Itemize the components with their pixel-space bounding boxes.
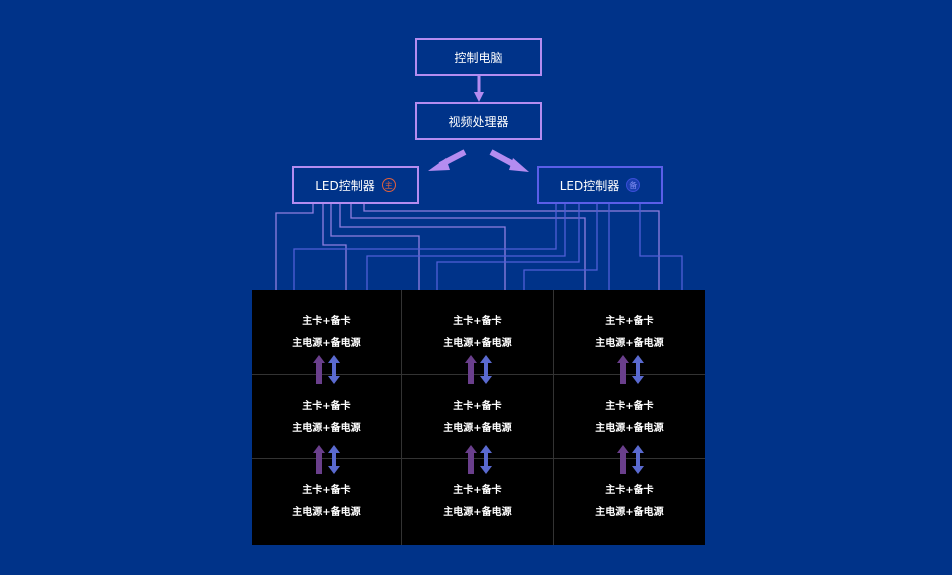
power-label: 主电源+备电源 xyxy=(595,338,664,349)
main-lines xyxy=(275,204,660,290)
up-arrow-icon xyxy=(313,355,629,474)
card-label: 主卡+备卡 xyxy=(302,485,351,496)
main-badge-icon: 主 xyxy=(381,178,396,192)
controller-main-label: LED控制器 xyxy=(315,178,375,193)
backup-lines xyxy=(293,204,683,290)
card-label: 主卡+备卡 xyxy=(302,401,351,412)
screen-cell: 主卡+备卡主电源+备电源 xyxy=(554,290,705,375)
led-controller-main-node: LED控制器 主 xyxy=(292,166,419,204)
screen-cell: 主卡+备卡主电源+备电源 xyxy=(402,290,554,375)
power-label: 主电源+备电源 xyxy=(292,423,361,434)
arrow-to-backup xyxy=(489,149,517,168)
control-pc-label: 控制电脑 xyxy=(454,50,503,65)
power-label: 主电源+备电源 xyxy=(443,423,512,434)
power-label: 主电源+备电源 xyxy=(595,423,664,434)
video-processor-label: 视频处理器 xyxy=(448,114,509,129)
double-arrow-icon xyxy=(328,355,644,474)
screen-cell: 主卡+备卡主电源+备电源 xyxy=(252,290,402,375)
screen-cell: 主卡+备卡主电源+备电源 xyxy=(402,375,554,459)
power-label: 主电源+备电源 xyxy=(292,338,361,349)
control-pc-node: 控制电脑 xyxy=(415,38,542,76)
card-label: 主卡+备卡 xyxy=(453,401,502,412)
screen-cell: 主卡+备卡主电源+备电源 xyxy=(252,459,402,545)
video-processor-node: 视频处理器 xyxy=(415,102,542,140)
card-label: 主卡+备卡 xyxy=(302,316,351,327)
led-controller-backup-node: LED控制器 备 xyxy=(537,166,663,204)
backup-badge-icon: 备 xyxy=(626,178,641,192)
power-label: 主电源+备电源 xyxy=(292,507,361,518)
power-label: 主电源+备电源 xyxy=(443,507,512,518)
card-label: 主卡+备卡 xyxy=(605,401,654,412)
card-label: 主卡+备卡 xyxy=(605,316,654,327)
card-label: 主卡+备卡 xyxy=(453,316,502,327)
screen-cell: 主卡+备卡主电源+备电源 xyxy=(554,375,705,459)
screen-cell: 主卡+备卡主电源+备电源 xyxy=(554,459,705,545)
power-label: 主电源+备电源 xyxy=(595,507,664,518)
power-label: 主电源+备电源 xyxy=(443,338,512,349)
controller-backup-label: LED控制器 xyxy=(559,178,620,193)
card-label: 主卡+备卡 xyxy=(605,485,654,496)
led-screen-grid: 主卡+备卡主电源+备电源 主卡+备卡主电源+备电源 主卡+备卡主电源+备电源 主… xyxy=(252,290,705,545)
card-label: 主卡+备卡 xyxy=(453,485,502,496)
screen-cell: 主卡+备卡主电源+备电源 xyxy=(402,459,554,545)
screen-cell: 主卡+备卡主电源+备电源 xyxy=(252,375,402,459)
